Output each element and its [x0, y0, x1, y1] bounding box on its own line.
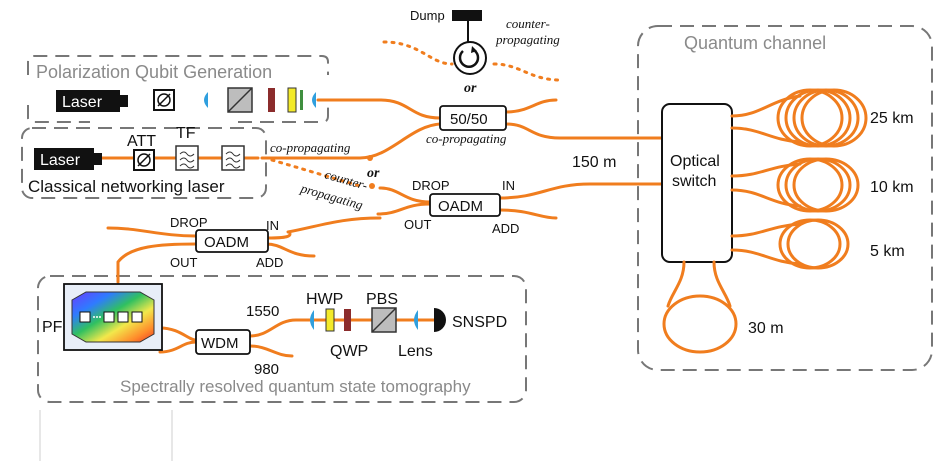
isolator-top: [153, 89, 175, 111]
out-right: OUT: [404, 217, 432, 232]
lens-label: Lens: [398, 343, 433, 360]
in-left: IN: [266, 218, 279, 233]
or-top: or: [464, 81, 477, 96]
circulator-icon: [453, 41, 487, 75]
co-propagating-left: co-propagating: [270, 140, 351, 155]
optical-switch-label-1: Optical: [670, 153, 720, 170]
counter-propagating-top-2: propagating: [495, 32, 560, 47]
classical-section: Classical networking laser: [21, 127, 267, 199]
attenuator-icon: [133, 149, 155, 171]
lens-icon: [204, 92, 208, 108]
laser-bottom: Laser: [34, 148, 102, 170]
spool-10km-label: 10 km: [870, 179, 914, 196]
wdm-label: WDM: [201, 335, 239, 352]
snspd-detector-icon: [434, 308, 446, 332]
spool-5km-label: 5 km: [870, 243, 905, 260]
fiber-spool-25km: [730, 88, 868, 148]
classical-title: Classical networking laser: [28, 177, 225, 196]
beam-dump: [452, 10, 482, 21]
tf-label: TF: [176, 125, 196, 142]
splitter-box: [439, 105, 507, 131]
lens-icon: [312, 92, 316, 108]
qwp-icon: [344, 309, 351, 331]
laser-bottom-label: Laser: [40, 152, 81, 169]
laser-top-label: Laser: [62, 94, 103, 111]
oadm-right-label: OADM: [438, 198, 483, 215]
tomography-title: Spectrally resolved quantum state tomogr…: [120, 377, 471, 396]
tomography-section: Spectrally resolved quantum state tomogr…: [37, 275, 527, 403]
fiber-spool-30m: [662, 260, 738, 354]
green-element: [300, 90, 303, 110]
qwp-top: [268, 88, 275, 112]
spool-30m-label: 30 m: [748, 320, 784, 337]
drop-left: DROP: [170, 215, 208, 230]
qwp-label: QWP: [330, 343, 368, 360]
hwp-icon: [325, 308, 335, 332]
lens-icon: [414, 310, 418, 330]
pbs-label: PBS: [366, 291, 398, 308]
snspd-label: SNSPD: [452, 314, 507, 331]
pbs-icon: [371, 307, 397, 333]
spool-25km-label: 25 km: [870, 110, 914, 127]
pbs-top: [227, 87, 253, 113]
or-mid: or: [367, 166, 380, 181]
add-left: ADD: [256, 255, 283, 270]
laser-top: Laser: [56, 90, 128, 112]
fiber-150m-label: 150 m: [572, 154, 616, 171]
hwp-top: [287, 87, 297, 113]
drop-right: DROP: [412, 178, 450, 193]
wdm-1550-label: 1550: [246, 303, 279, 320]
tunable-filter-icon: [175, 145, 245, 171]
optical-switch-label-2: switch: [672, 173, 716, 190]
channel-section: Quantum channel: [637, 25, 933, 371]
wdm-980-label: 980: [254, 361, 279, 378]
wdm-box: [195, 329, 251, 355]
polarization-section: Polarization Qubit Generation: [27, 55, 329, 123]
splitter-label: 50/50: [450, 111, 488, 128]
hwp-label: HWP: [306, 291, 343, 308]
optical-switch-box: [661, 103, 733, 263]
oadm-right-box: [429, 193, 501, 217]
fiber-spool-5km: [730, 218, 850, 270]
fiber-spool-10km: [730, 157, 860, 213]
out-left: OUT: [170, 255, 198, 270]
counter-propagating-top-1: counter-: [506, 16, 550, 31]
channel-title: Quantum channel: [684, 33, 826, 53]
co-propagating-top: co-propagating: [426, 131, 507, 146]
pf-label: PF: [42, 319, 63, 336]
polarization-filter-array: [63, 283, 163, 351]
att-label: ATT: [127, 133, 156, 150]
oadm-left-label: OADM: [204, 234, 249, 251]
in-right: IN: [502, 178, 515, 193]
dump-label: Dump: [410, 8, 445, 23]
add-right: ADD: [492, 221, 519, 236]
polarization-title: Polarization Qubit Generation: [36, 62, 272, 82]
oadm-left-box: [195, 229, 269, 253]
lens-icon: [310, 310, 314, 330]
